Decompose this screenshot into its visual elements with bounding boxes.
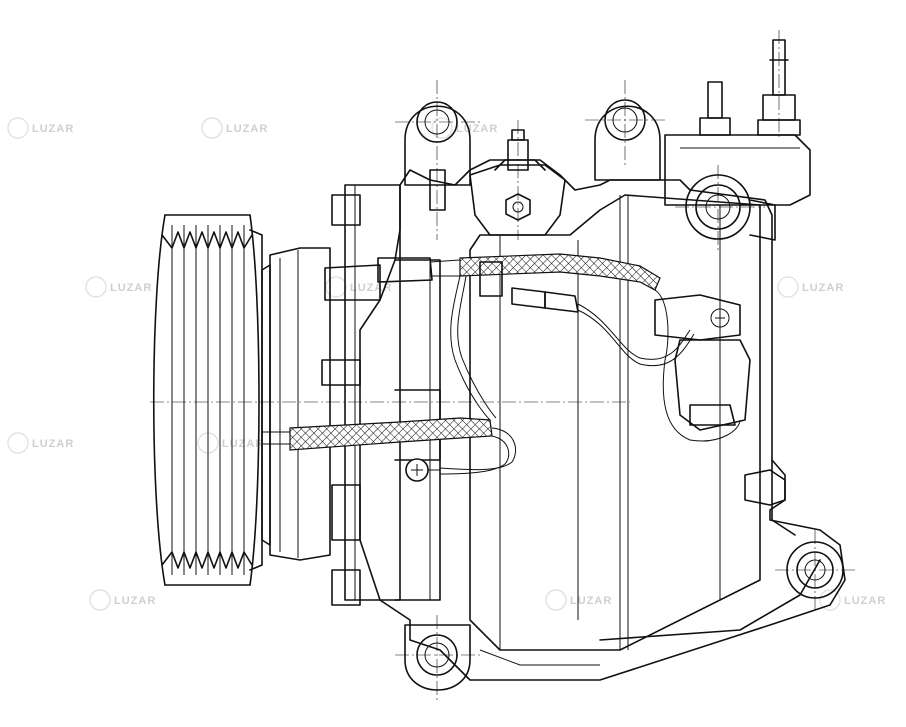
svg-text:LUZAR: LUZAR	[114, 595, 156, 607]
service-valve-fitting	[469, 129, 566, 236]
watermark-logo: LUZAR	[819, 589, 886, 611]
wiring-harness	[262, 253, 741, 475]
svg-text:LUZAR: LUZAR	[32, 123, 74, 135]
svg-text:LUZAR: LUZAR	[570, 595, 612, 607]
svg-text:LUZAR: LUZAR	[226, 123, 268, 135]
watermark-logo: LUZAR	[85, 276, 152, 298]
watermark-logo: LUZAR	[777, 276, 844, 298]
center-lines	[150, 30, 855, 700]
watermark-logo: LUZAR	[7, 117, 74, 139]
watermark-logo: LUZAR	[431, 117, 498, 139]
watermark-layer: LUZAR LUZAR LUZAR LUZAR LUZAR LUZAR LUZA…	[7, 117, 886, 611]
svg-text:LUZAR: LUZAR	[110, 282, 152, 294]
pulley	[152, 214, 263, 586]
watermark-logo: LUZAR	[201, 117, 268, 139]
upper-mount-left	[404, 101, 471, 211]
watermark-logo: LUZAR	[7, 432, 74, 454]
svg-text:LUZAR: LUZAR	[350, 282, 392, 294]
svg-text:LUZAR: LUZAR	[456, 123, 498, 135]
svg-text:LUZAR: LUZAR	[32, 438, 74, 450]
watermark-logo: LUZAR	[89, 589, 156, 611]
clutch-plate	[261, 247, 331, 561]
watermark-logo: LUZAR	[325, 276, 392, 298]
svg-text:LUZAR: LUZAR	[844, 595, 886, 607]
pressure-switch-fittings	[664, 39, 811, 241]
lower-mount	[404, 624, 471, 691]
watermark-logo: LUZAR	[545, 589, 612, 611]
sensor-connector-right	[654, 294, 751, 431]
front-housing	[321, 184, 441, 606]
ground-bolt	[405, 458, 440, 482]
upper-mount-right	[594, 99, 661, 181]
svg-text:LUZAR: LUZAR	[802, 282, 844, 294]
